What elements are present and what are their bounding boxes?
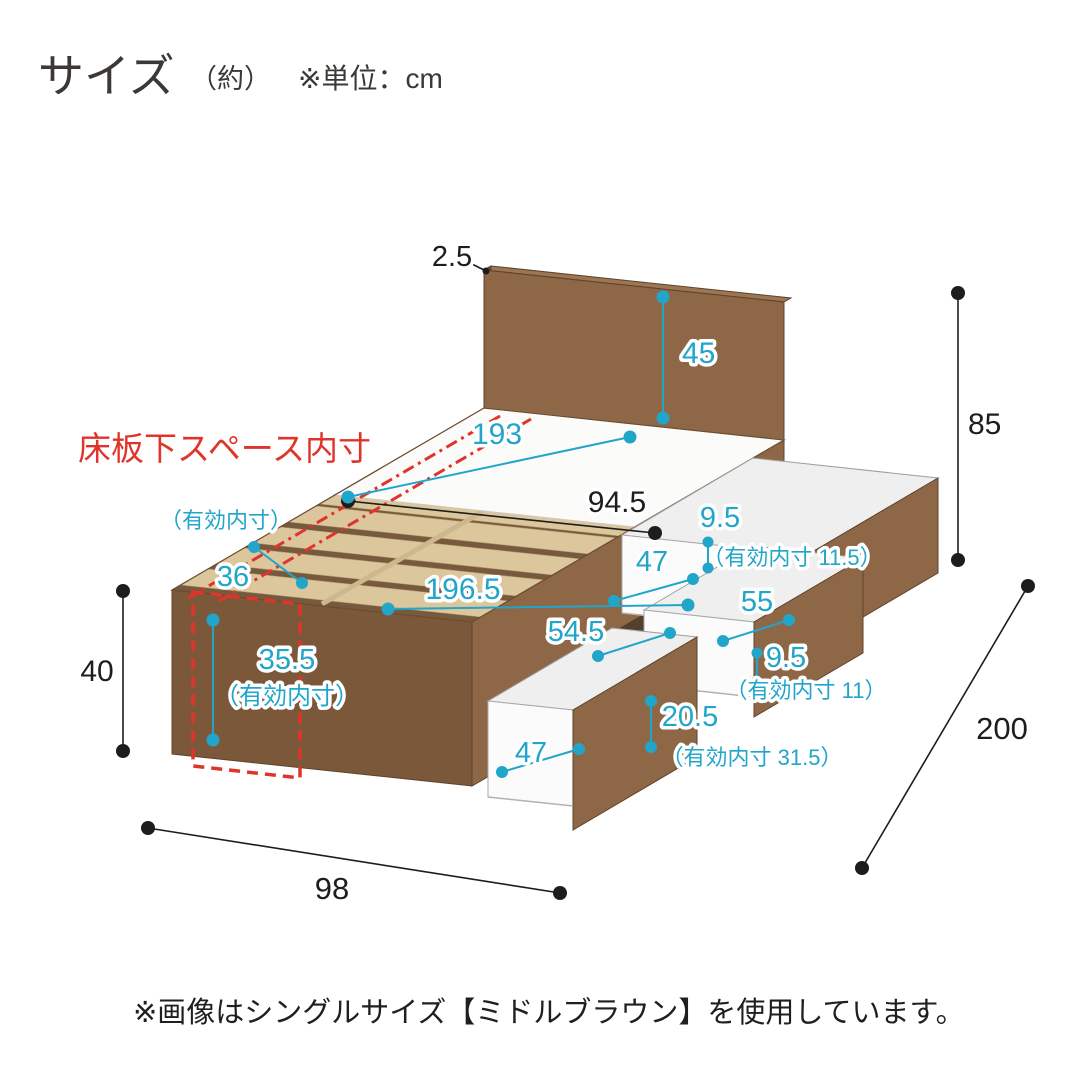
dim-overall-length-label: 200 xyxy=(976,711,1028,746)
dim-endpoint-dot xyxy=(687,573,699,585)
dim-endpoint-dot xyxy=(482,267,490,275)
dim-overall-length-line xyxy=(861,585,1029,869)
dim-drawer-width-line xyxy=(597,632,671,657)
dim-slat-space-width-line xyxy=(253,546,303,584)
dim-headboard-thickness-label: 2.5 xyxy=(432,241,472,273)
dim-drawer-width-label: 54.5 xyxy=(548,616,604,648)
dim-upper-drawer-depth-label: 47 xyxy=(636,546,668,578)
dim-under-bed-length-label: 196.5 xyxy=(425,573,500,606)
dim-endpoint-dot xyxy=(296,577,308,589)
dim-endpoint-dot xyxy=(573,743,585,755)
dim-endpoint-dot xyxy=(656,290,670,304)
dim-base-height-label: 40 xyxy=(80,655,113,688)
footer-note: ※画像はシングルサイズ【ミドルブラウン】を使用しています。 xyxy=(133,996,965,1029)
dim-endpoint-dot xyxy=(496,766,508,778)
dim-endpoint-dot xyxy=(206,733,220,747)
dim-endpoint-dot xyxy=(592,650,604,662)
headboard xyxy=(482,265,793,441)
dim-slat-space-length-line xyxy=(347,436,631,498)
dim-slat-space-width-label: 36 xyxy=(217,561,249,593)
dim-endpoint-dot xyxy=(645,741,657,753)
dim-endpoint-dot xyxy=(116,744,130,758)
dim-foot-inner-height-label: 35.5 xyxy=(259,644,315,676)
dim-slat-note: （有効内寸） xyxy=(160,508,292,533)
dim-slat-space-length-label: 193 xyxy=(472,418,522,451)
dim-endpoint-dot xyxy=(248,541,260,553)
dim-endpoint-dot xyxy=(656,411,670,425)
dim-under-bed-length-line xyxy=(387,604,689,610)
under-slat-marker-line xyxy=(218,417,532,603)
dim-endpoint-dot xyxy=(341,490,355,504)
drawer-rail xyxy=(487,796,574,807)
dim-endpoint-dot xyxy=(783,614,795,626)
dim-endpoint-dot xyxy=(1021,579,1035,593)
dim-endpoint-dot xyxy=(381,602,395,616)
dim-endpoint-dot xyxy=(951,553,965,567)
dim-inner-width-line xyxy=(347,500,656,534)
dim-deep-drawer-height-note: （有効内寸 31.5） xyxy=(662,745,843,770)
dim-small-drawer-width-line xyxy=(722,619,790,642)
dim-endpoint-dot xyxy=(751,675,763,687)
unit-note: ※単位：cm xyxy=(298,63,443,94)
dim-deep-drawer-height-label: 20.5 xyxy=(662,701,718,733)
bed-top xyxy=(170,407,786,623)
dim-upper-drawer-depth-line xyxy=(613,578,694,602)
dim-endpoint-dot xyxy=(608,595,620,607)
small-drawer-front xyxy=(753,557,864,718)
dimension-labels: 2.5 45 85 193 94.5 9.5 （有効内寸 11.5） （有効内寸… xyxy=(77,238,1032,910)
dim-endpoint-dot xyxy=(702,562,714,574)
dim-endpoint-dot xyxy=(464,258,472,266)
dim-overall-width-label: 98 xyxy=(315,871,349,906)
page-title: サイズ xyxy=(38,50,175,102)
dim-deep-drawer-depth-line xyxy=(501,748,580,773)
under-slat-space-label: 床板下スペース内寸 xyxy=(78,430,371,467)
dim-endpoint-dot xyxy=(855,861,869,875)
dim-overall-height-label: 85 xyxy=(968,408,1001,441)
page-title-note: （約） xyxy=(190,64,271,94)
dim-endpoint-dot xyxy=(702,536,714,548)
deep-drawer-front xyxy=(572,636,698,831)
dim-small-drawer-height-label: 9.5 xyxy=(766,642,806,674)
center-rail xyxy=(320,509,484,607)
dim-endpoint-dot xyxy=(664,627,676,639)
inner-dimension-lines xyxy=(206,290,795,778)
dim-foot-inner-height-note: （有効内寸） xyxy=(215,683,359,710)
dim-endpoint-dot xyxy=(751,647,763,659)
dim-endpoint-dot xyxy=(681,598,695,612)
dim-small-drawer-width-label: 55 xyxy=(741,586,773,618)
dim-endpoint-dot xyxy=(648,526,662,540)
dim-endpoint-dot xyxy=(206,613,220,627)
dim-endpoint-dot xyxy=(951,286,965,300)
dim-upper-drawer-height-label: 9.5 xyxy=(700,502,740,534)
dim-upper-drawer-height-note: （有効内寸 11.5） xyxy=(702,545,881,570)
dim-inner-width-label: 94.5 xyxy=(588,486,646,519)
dim-overall-width-line xyxy=(147,827,561,894)
dim-endpoint-dot xyxy=(623,430,637,444)
dim-endpoint-dot xyxy=(645,695,657,707)
bed-top-outline xyxy=(170,407,786,623)
dim-small-drawer-height-note: （有効内寸 11） xyxy=(726,678,887,703)
under-slat-marker-line xyxy=(187,414,501,600)
red-annotations: 床板下スペース内寸 xyxy=(78,414,532,780)
dim-endpoint-dot xyxy=(717,635,729,647)
dim-deep-drawer-depth-label: 47 xyxy=(515,737,547,769)
dim-headboard-clearance-label: 45 xyxy=(682,337,715,370)
dim-endpoint-dot xyxy=(553,886,567,900)
drawer-deep xyxy=(486,627,699,831)
dim-endpoint-dot xyxy=(116,584,130,598)
dim-endpoint-dot xyxy=(141,821,155,835)
